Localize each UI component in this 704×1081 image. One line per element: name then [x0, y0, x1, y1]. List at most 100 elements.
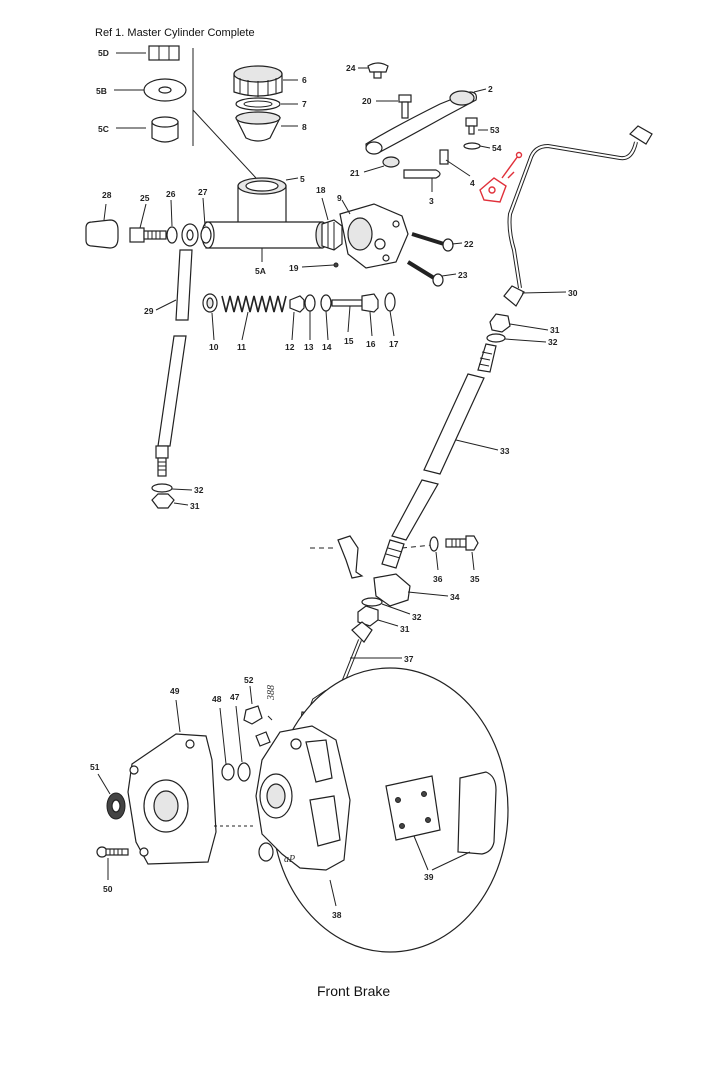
annotation-mark — [267, 715, 273, 721]
legend-5d: 5D — [98, 45, 180, 61]
label-24: 24 — [346, 63, 356, 73]
highlighted-bracket-part — [479, 151, 523, 203]
label-17: 17 — [389, 339, 399, 349]
circlip-17 — [384, 292, 396, 337]
spring-seat-12 — [289, 295, 305, 341]
banjo-fitting — [181, 223, 199, 247]
clevis-4 — [439, 149, 471, 177]
bolt-24 — [358, 62, 389, 79]
label-32-mid: 32 — [548, 337, 558, 347]
label-18: 18 — [316, 185, 326, 195]
label-29: 29 — [144, 306, 154, 316]
label-35: 35 — [470, 574, 480, 584]
bleed-nipple — [255, 731, 271, 747]
washer-27 — [200, 197, 212, 244]
label-54: 54 — [492, 143, 502, 153]
label-5d: 5D — [98, 48, 109, 58]
label-38: 38 — [332, 910, 342, 920]
annotation-388: 388 — [266, 685, 277, 701]
pin-19 — [301, 262, 339, 268]
hose-33 — [381, 343, 499, 569]
seal-13 — [304, 294, 316, 340]
label-52: 52 — [244, 675, 254, 685]
piston-10 — [202, 293, 218, 341]
spring-11 — [221, 295, 287, 341]
bolt-35 — [445, 535, 479, 571]
cap-28 — [85, 203, 119, 249]
label-34: 34 — [450, 592, 460, 602]
washer-14 — [320, 294, 332, 341]
pivot-bolt-20 — [376, 94, 412, 119]
nut-31-left — [151, 493, 189, 509]
label-13: 13 — [304, 342, 314, 352]
label-36: 36 — [433, 574, 443, 584]
label-37: 37 — [404, 654, 414, 664]
bolt-53 — [465, 117, 488, 135]
baffle-8 — [235, 111, 281, 142]
label-14: 14 — [322, 342, 332, 352]
label-23: 23 — [458, 270, 468, 280]
label-31-lower: 31 — [400, 624, 410, 634]
pedal-lever-2 — [365, 88, 487, 155]
label-31-left: 31 — [190, 501, 200, 511]
label-5b: 5B — [96, 86, 107, 96]
label-26: 26 — [166, 189, 176, 199]
washer-32-left — [151, 483, 193, 493]
nut-51 — [97, 773, 126, 820]
bolt-50 — [96, 846, 129, 880]
label-53: 53 — [490, 125, 500, 135]
label-11: 11 — [237, 342, 246, 352]
hose-29 — [155, 249, 193, 477]
dashed-axis — [310, 544, 433, 549]
label-15: 15 — [344, 336, 354, 346]
label-4: 4 — [470, 178, 475, 188]
label-50: 50 — [103, 884, 113, 894]
backplate-49 — [127, 699, 217, 865]
legend-5b: 5B — [96, 78, 187, 102]
bolt-22 — [411, 232, 463, 252]
seal-5d-shape — [148, 45, 180, 61]
label-32-lower: 32 — [412, 612, 422, 622]
label-47: 47 — [230, 692, 240, 702]
label-39: 39 — [424, 872, 434, 882]
bushing-21 — [363, 156, 400, 173]
label-12: 12 — [285, 342, 295, 352]
label-9: 9 — [337, 193, 342, 203]
leader-legend-to-5 — [192, 109, 257, 179]
diagram-title: Ref 1. Master Cylinder Complete — [95, 27, 255, 39]
clevis-pin-3 — [403, 169, 441, 192]
hub-39 — [385, 771, 497, 871]
label-49: 49 — [170, 686, 180, 696]
cap-washer-7 — [235, 97, 281, 111]
label-31-mid: 31 — [550, 325, 560, 335]
washer-26 — [166, 199, 178, 244]
svg-text:aP: aP — [284, 854, 295, 865]
label-33: 33 — [500, 446, 510, 456]
stop-16 — [361, 293, 379, 337]
washer-36 — [429, 536, 439, 571]
label-10: 10 — [209, 342, 219, 352]
nut-31-lower — [357, 605, 399, 627]
mounting-flange-9 — [339, 199, 409, 269]
seal-5c-shape — [151, 121, 179, 143]
label-6: 6 — [302, 75, 307, 85]
washer-47 — [235, 705, 251, 782]
label-21: 21 — [350, 168, 360, 178]
washer-32-lower — [361, 597, 411, 615]
label-8: 8 — [302, 122, 307, 132]
label-27: 27 — [198, 187, 208, 197]
label-5c: 5C — [98, 124, 109, 134]
reservoir-cap-6 — [233, 65, 283, 97]
bolt-23 — [406, 260, 457, 287]
label-28: 28 — [102, 190, 112, 200]
label-51: 51 — [90, 762, 100, 772]
label-7: 7 — [302, 99, 307, 109]
washer-48 — [219, 707, 235, 781]
washer-32-mid — [486, 333, 547, 343]
bracket-34 — [337, 535, 449, 607]
union-bolt-25 — [129, 203, 167, 243]
label-2: 2 — [488, 84, 493, 94]
label-16: 16 — [366, 339, 376, 349]
label-25: 25 — [140, 193, 150, 203]
